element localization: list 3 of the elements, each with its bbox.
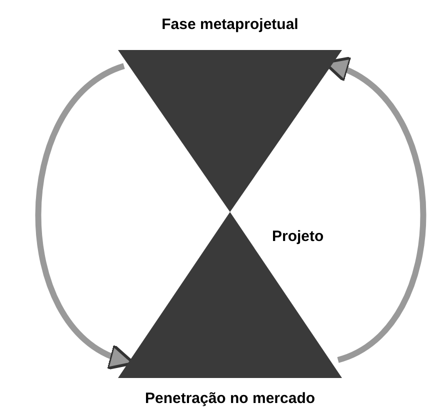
stage-label: Projeto [272, 228, 324, 245]
phase-heading: Fase metaprojetual [162, 16, 298, 33]
phase-heading: Penetração no mercado [144, 390, 316, 407]
